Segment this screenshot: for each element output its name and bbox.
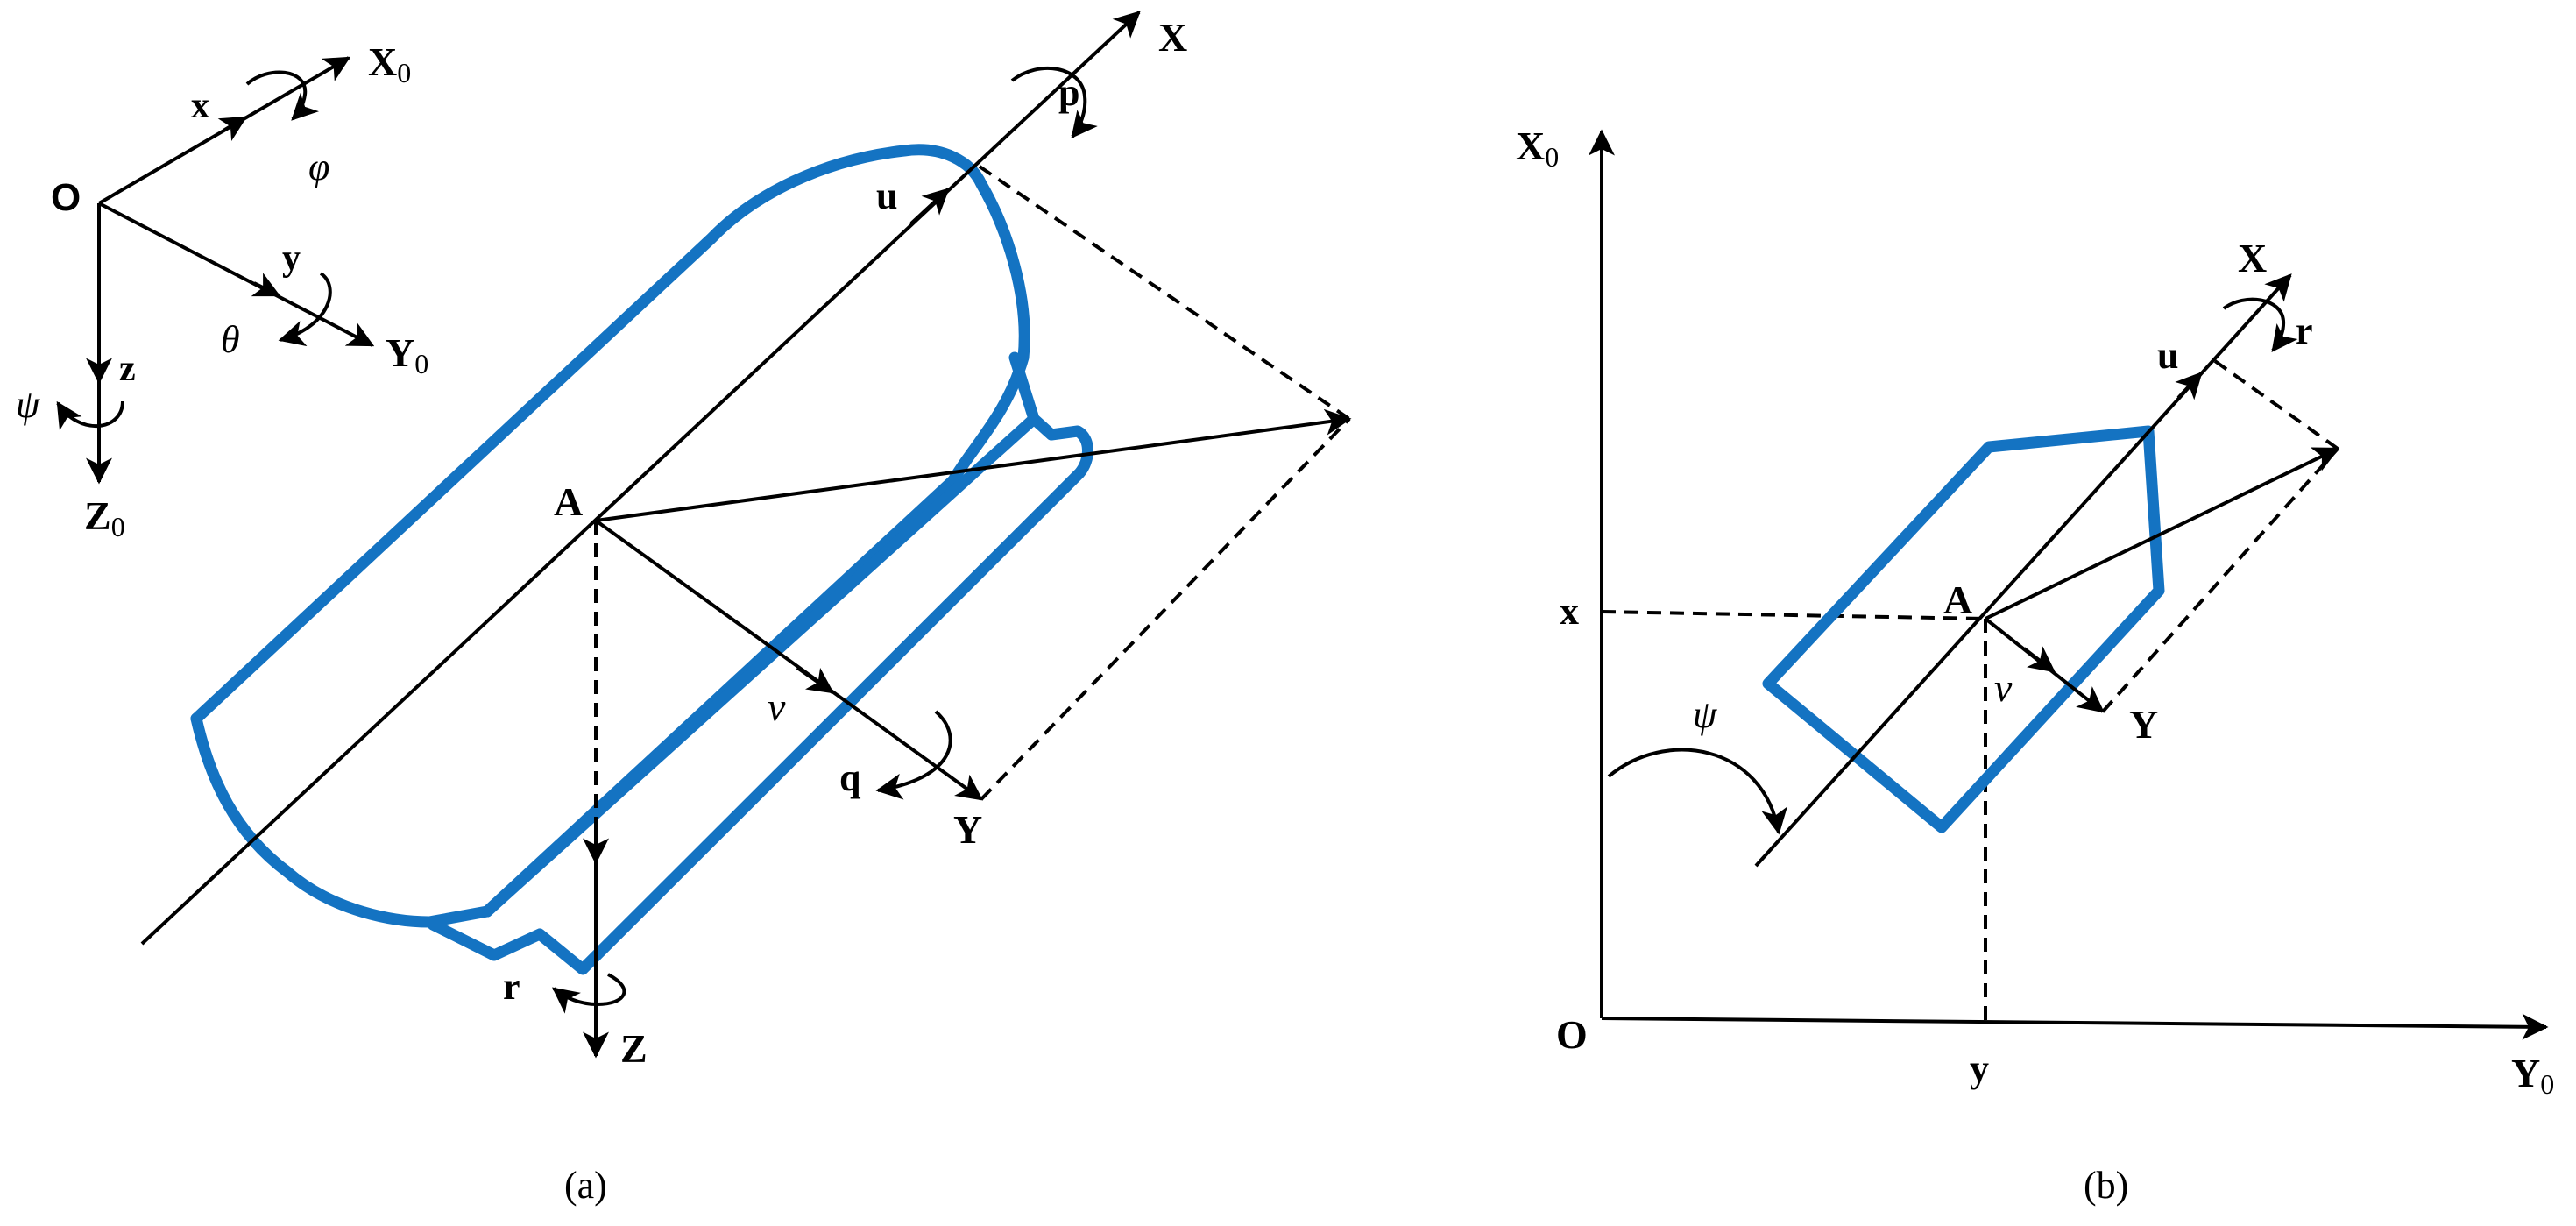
- origin-o-label: O: [51, 176, 81, 219]
- x-translation-label: x: [191, 86, 209, 126]
- plan-body-y-label: Y: [2129, 702, 2158, 747]
- vehicle-hull-plan: [1762, 425, 2165, 833]
- surge-u-arrow: [909, 188, 950, 225]
- rate-r-arc: [552, 973, 626, 1014]
- plan-surge-u-arrow: [2175, 372, 2203, 400]
- plan-resultant-arrow: [1985, 447, 2340, 620]
- plan-rate-r-arc: [2222, 297, 2298, 353]
- plan-origin-label: O: [1556, 1012, 1588, 1057]
- rate-q-label: q: [839, 756, 861, 799]
- plan-body-x-arrow: [1754, 273, 2292, 868]
- point-a-label: A: [554, 479, 583, 524]
- rate-p-label: p: [1058, 71, 1079, 114]
- hull-top-outline: [190, 144, 1030, 918]
- y-tick-label: y: [1970, 1047, 1989, 1090]
- roll-rotation-arc: [245, 70, 320, 121]
- velocity-resultant-arrow: [595, 408, 1352, 522]
- body-x-label: X: [1158, 15, 1187, 60]
- y-translation-arrow: [251, 273, 281, 297]
- y0-horizontal-axis: [1601, 1013, 2549, 1040]
- z0-axis-label: Z0: [84, 493, 125, 542]
- pitch-angle-label: θ: [221, 318, 240, 361]
- y-translation-label: y: [282, 238, 301, 279]
- heading-psi-label: ψ: [1693, 693, 1717, 736]
- plan-body-x-label: X: [2238, 236, 2267, 280]
- caption-a: (a): [564, 1164, 607, 1207]
- caption-b: (b): [2084, 1164, 2128, 1207]
- yaw-angle-label: ψ: [16, 383, 40, 426]
- x-translation-arrow: [217, 116, 248, 142]
- plan-rate-r-label: r: [2296, 309, 2313, 352]
- hull-front-cap: [190, 712, 493, 928]
- sway-v-label: v: [768, 684, 786, 729]
- plan-v-dashed: [2101, 447, 2339, 713]
- panel-a: O X0 Y0 Z0 x y z φ θ ψ: [16, 11, 1352, 1207]
- z0-axis-subscript: 0: [111, 511, 125, 542]
- plan-sway-v-label: v: [1994, 665, 2013, 710]
- plan-surge-u-label: u: [2157, 334, 2178, 377]
- rate-r-label: r: [503, 965, 520, 1008]
- z-translation-label: z: [119, 349, 136, 389]
- plan-axes: O X0 Y0 x y: [1516, 124, 2554, 1100]
- plan-point-a-label: A: [1943, 578, 1972, 622]
- plan-y0-subscript: 0: [2540, 1068, 2554, 1100]
- y0-axis-label: Y0: [386, 330, 428, 379]
- heading-psi-arc: [1607, 748, 1787, 835]
- pitch-rotation-arc: [278, 272, 332, 347]
- v-projection-dashed: [980, 417, 1351, 801]
- panel-b: O X0 Y0 x y A X Y u v r ψ (b): [1516, 124, 2554, 1207]
- plan-u-dashed: [2213, 359, 2339, 450]
- inertial-frame-a: O X0 Y0 Z0 x y z φ θ ψ: [16, 39, 428, 542]
- plan-x0-subscript: 0: [1545, 141, 1559, 173]
- x0-axis-subscript: 0: [397, 57, 411, 89]
- rate-p-arc: [1010, 66, 1098, 138]
- body-frame-b: A X Y u v r ψ: [1607, 236, 2340, 868]
- surge-u-label: u: [876, 174, 897, 217]
- u-projection-dashed: [978, 165, 1351, 421]
- body-z-label: Z: [620, 1026, 648, 1071]
- plan-y0-label: Y0: [2511, 1051, 2554, 1100]
- body-y-axis-arrow: [594, 519, 984, 801]
- x-coordinate-dashed: [1601, 610, 1986, 620]
- plan-sway-v-arrow: [2022, 646, 2056, 673]
- sway-v-arrow: [796, 666, 835, 694]
- x0-axis-label: X0: [368, 39, 411, 89]
- hull-bottom-outline: [427, 351, 1093, 975]
- x-tick-label: x: [1560, 590, 1579, 633]
- roll-angle-label: φ: [308, 145, 329, 188]
- yaw-rotation-arc: [56, 400, 124, 431]
- plan-x0-label: X0: [1516, 124, 1559, 173]
- body-frame-a: A X Y Z u v p q r: [140, 11, 1352, 1071]
- y0-axis-subscript: 0: [414, 348, 428, 379]
- body-x-axis-arrow: [140, 11, 1141, 946]
- rate-q-arc: [875, 710, 952, 800]
- y0-axis-arrow: [98, 202, 375, 347]
- body-y-label: Y: [953, 807, 982, 852]
